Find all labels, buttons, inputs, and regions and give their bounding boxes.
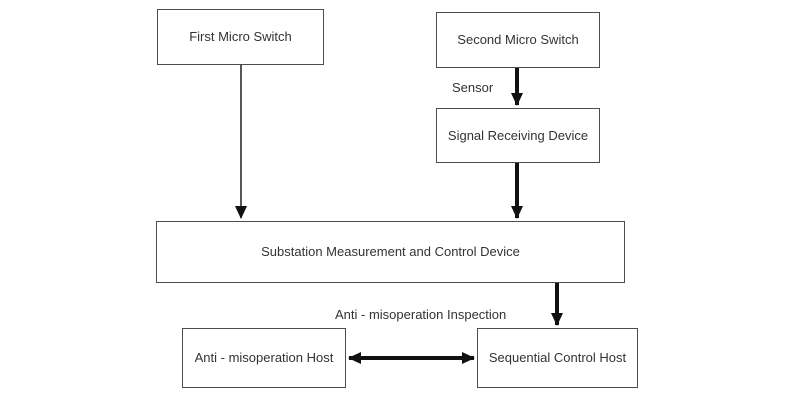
box-signal-receiving-device-label: Signal Receiving Device (447, 127, 589, 143)
box-sequential-control-host-label: Sequential Control Host (488, 350, 627, 366)
box-second-micro-switch: Second Micro Switch (436, 12, 600, 68)
box-sequential-control-host: Sequential Control Host (477, 328, 638, 388)
box-signal-receiving-device: Signal Receiving Device (436, 108, 600, 163)
box-anti-misoperation-host: Anti - misoperation Host (182, 328, 346, 388)
box-first-micro-switch-label: First Micro Switch (189, 29, 292, 45)
box-second-micro-switch-label: Second Micro Switch (457, 32, 579, 48)
edge-label-sensor: Sensor (452, 80, 494, 95)
box-substation-measurement-control-device-label: Substation Measurement and Control Devic… (261, 244, 520, 260)
box-substation-measurement-control-device: Substation Measurement and Control Devic… (156, 221, 625, 283)
edge-label-anti-misoperation-inspection: Anti - misoperation Inspection (335, 307, 507, 322)
box-anti-misoperation-host-label: Anti - misoperation Host (194, 350, 334, 366)
box-first-micro-switch: First Micro Switch (157, 9, 324, 65)
